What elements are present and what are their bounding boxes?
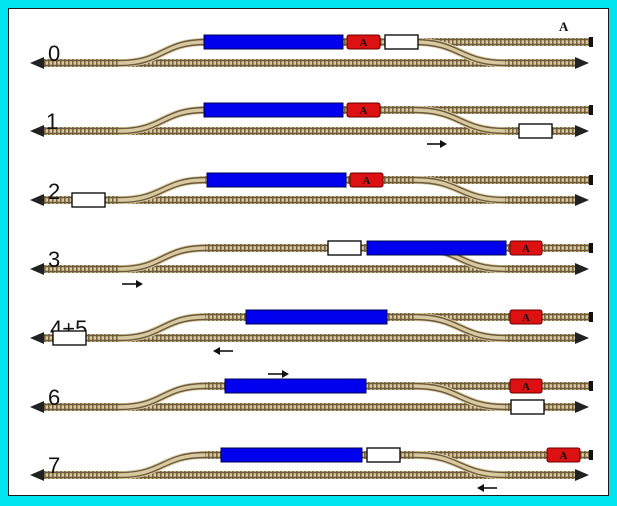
turnout-left <box>119 313 206 342</box>
track-end-right-arrow <box>575 332 589 344</box>
buffer-stop <box>589 450 593 460</box>
white-car <box>510 399 545 415</box>
buffer-stop <box>589 243 593 253</box>
buffer-stop <box>589 37 593 47</box>
red-engine <box>509 309 543 325</box>
arrow-left-icon <box>213 347 233 355</box>
track-end-left-arrow <box>30 401 44 413</box>
track-end-right-arrow <box>575 57 589 69</box>
step-label: 3 <box>48 247 60 272</box>
blue-train <box>203 102 344 118</box>
arrow-right-icon <box>122 280 143 288</box>
track-end-left-arrow <box>30 332 44 344</box>
engine-letter: A <box>522 381 530 393</box>
buffer-stop <box>589 381 593 391</box>
red-engine <box>546 447 581 463</box>
engine-letter: A <box>363 175 371 187</box>
turnout-left <box>119 106 206 135</box>
arrow-right-icon <box>427 140 447 148</box>
engine-letter: A <box>522 243 530 255</box>
corner-letter: A <box>559 19 569 34</box>
step-label: 2 <box>48 179 60 204</box>
engine-letter: A <box>522 312 530 324</box>
buffer-stop <box>589 105 593 115</box>
white-car <box>52 330 87 346</box>
white-car <box>366 447 401 463</box>
track-end-right-arrow <box>575 263 589 275</box>
track-end-left-arrow <box>30 263 44 275</box>
blue-train <box>206 172 347 188</box>
arrow-right-icon <box>268 370 289 378</box>
turnout-right <box>414 176 506 204</box>
step-label: 1 <box>46 109 58 134</box>
track-end-right-arrow <box>575 194 589 206</box>
turnout-left <box>119 244 206 273</box>
white-car <box>518 123 553 139</box>
turnout-left <box>119 382 206 411</box>
turnout-left <box>119 451 206 479</box>
engine-letter: A <box>360 37 368 49</box>
blue-train <box>203 34 344 50</box>
turnout-right <box>414 313 506 342</box>
turnout-right <box>414 106 506 135</box>
track-end-right-arrow <box>575 401 589 413</box>
turnout-right <box>414 38 506 67</box>
white-car <box>71 192 106 208</box>
turnout-right <box>414 451 506 479</box>
buffer-stop <box>589 312 593 322</box>
engine-letter: A <box>360 105 368 117</box>
step-label: 6 <box>48 385 60 410</box>
track-end-left-arrow <box>30 194 44 206</box>
red-engine <box>346 34 381 50</box>
blue-train <box>366 240 507 256</box>
engine-letter: A <box>560 450 568 462</box>
track-end-left-arrow <box>30 57 44 69</box>
track-end-left-arrow <box>30 469 44 481</box>
white-car <box>327 240 362 256</box>
step-label: 0 <box>48 41 60 66</box>
turnout-left <box>119 38 206 67</box>
turnout-left <box>119 176 206 204</box>
turnout-right <box>414 382 506 411</box>
red-engine <box>349 172 384 188</box>
track-end-right-arrow <box>575 469 589 481</box>
arrow-left-icon <box>477 484 497 492</box>
red-engine <box>346 102 381 118</box>
blue-train <box>224 378 367 394</box>
step-label: 7 <box>48 453 60 478</box>
buffer-stop <box>589 175 593 185</box>
track-end-left-arrow <box>30 125 44 137</box>
red-engine <box>509 378 543 394</box>
track-end-right-arrow <box>575 125 589 137</box>
white-car <box>384 34 419 50</box>
blue-train <box>245 309 388 325</box>
blue-train <box>220 447 363 463</box>
red-engine <box>509 240 543 256</box>
